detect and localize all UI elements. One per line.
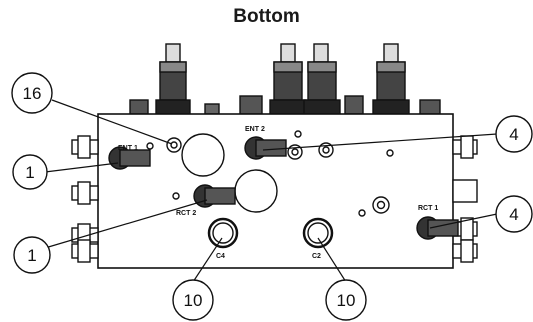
ports (146, 130, 394, 249)
callout-1-lower: 1 (27, 246, 36, 265)
right-fittings (452, 135, 478, 263)
leader-lines (44, 99, 498, 283)
callout-4-upper: 4 (509, 125, 518, 144)
left-fittings (71, 135, 99, 263)
port-label-rct2: RCT 2 (176, 210, 196, 217)
valve-cartridges (129, 43, 441, 115)
elbow-fittings (108, 136, 459, 240)
port-label-c4: C4 (216, 253, 225, 260)
view-title: Bottom (233, 6, 300, 27)
callout-1-upper: 1 (25, 163, 34, 182)
port-label-c2: C2 (312, 253, 321, 260)
callout-10-left: 10 (184, 291, 203, 310)
port-label-ent1: ENT 1 (118, 145, 138, 152)
port-label-rct1: RCT 1 (418, 205, 438, 212)
callout-circles (11, 72, 533, 321)
callout-10-right: 10 (337, 291, 356, 310)
callout-4-lower: 4 (509, 205, 518, 224)
callout-16: 16 (23, 84, 42, 103)
port-label-ent2: ENT 2 (245, 126, 265, 133)
